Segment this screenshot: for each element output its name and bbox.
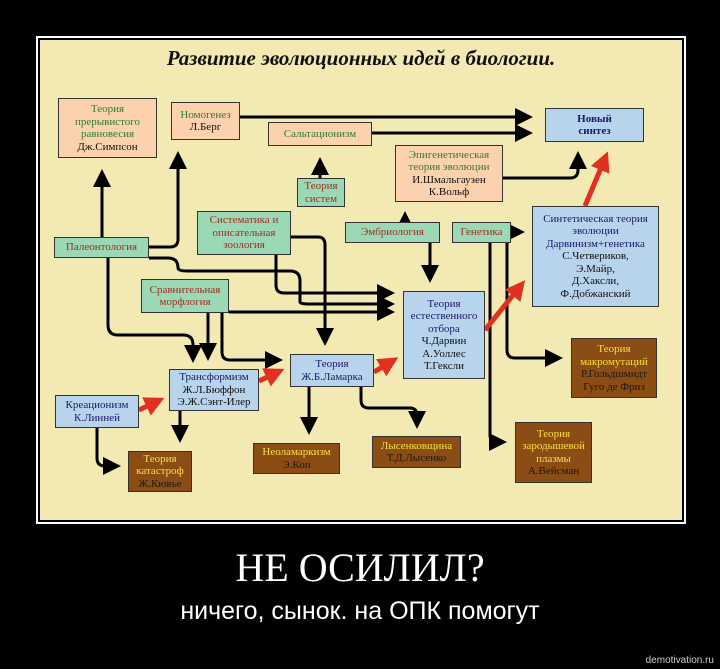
arrow-morphology-lamarck (220, 313, 283, 369)
arrow-systematics-lamarck (291, 235, 334, 346)
arrow-lamarck-lysenko (359, 387, 426, 429)
red-arrow-lamarck-darwin (372, 357, 399, 377)
red-arrow-transformism-lamarck (257, 368, 285, 387)
red-arrow-synthetic-newsynthesis (582, 151, 610, 207)
box-embryology: Эмбриология (345, 222, 440, 243)
poster-headline: НЕ ОСИЛИЛ? (235, 545, 485, 590)
red-arrow-creationism-transformism (137, 397, 165, 416)
arrow-epigenetic-synthesis (503, 151, 587, 180)
arrow-genetics-germplasm (488, 243, 507, 451)
box-saltationism: Сальтационизм (268, 122, 372, 146)
arrow-paleo-darwin (149, 256, 395, 313)
arrow-creationism-catastrophes (95, 428, 121, 475)
arrow-genetics-macromutations (505, 243, 563, 367)
arrow-systematics-darwin (274, 255, 395, 302)
poster-frame (36, 36, 686, 524)
site-watermark: demotivation.ru (645, 655, 714, 666)
red-arrow-darwin-synthetic (483, 280, 526, 332)
arrow-paleo-nomogenesis (149, 151, 187, 249)
diagram-title: Развитие эволюционных идей в биологии. (166, 46, 556, 70)
box-paleontology: Палеонтология (54, 237, 149, 258)
arrow-paleo-transformism (106, 257, 202, 363)
box-genetics: Генетика (452, 222, 511, 243)
poster-subtitle: ничего, сынок. на ОПК помогут (180, 597, 540, 625)
